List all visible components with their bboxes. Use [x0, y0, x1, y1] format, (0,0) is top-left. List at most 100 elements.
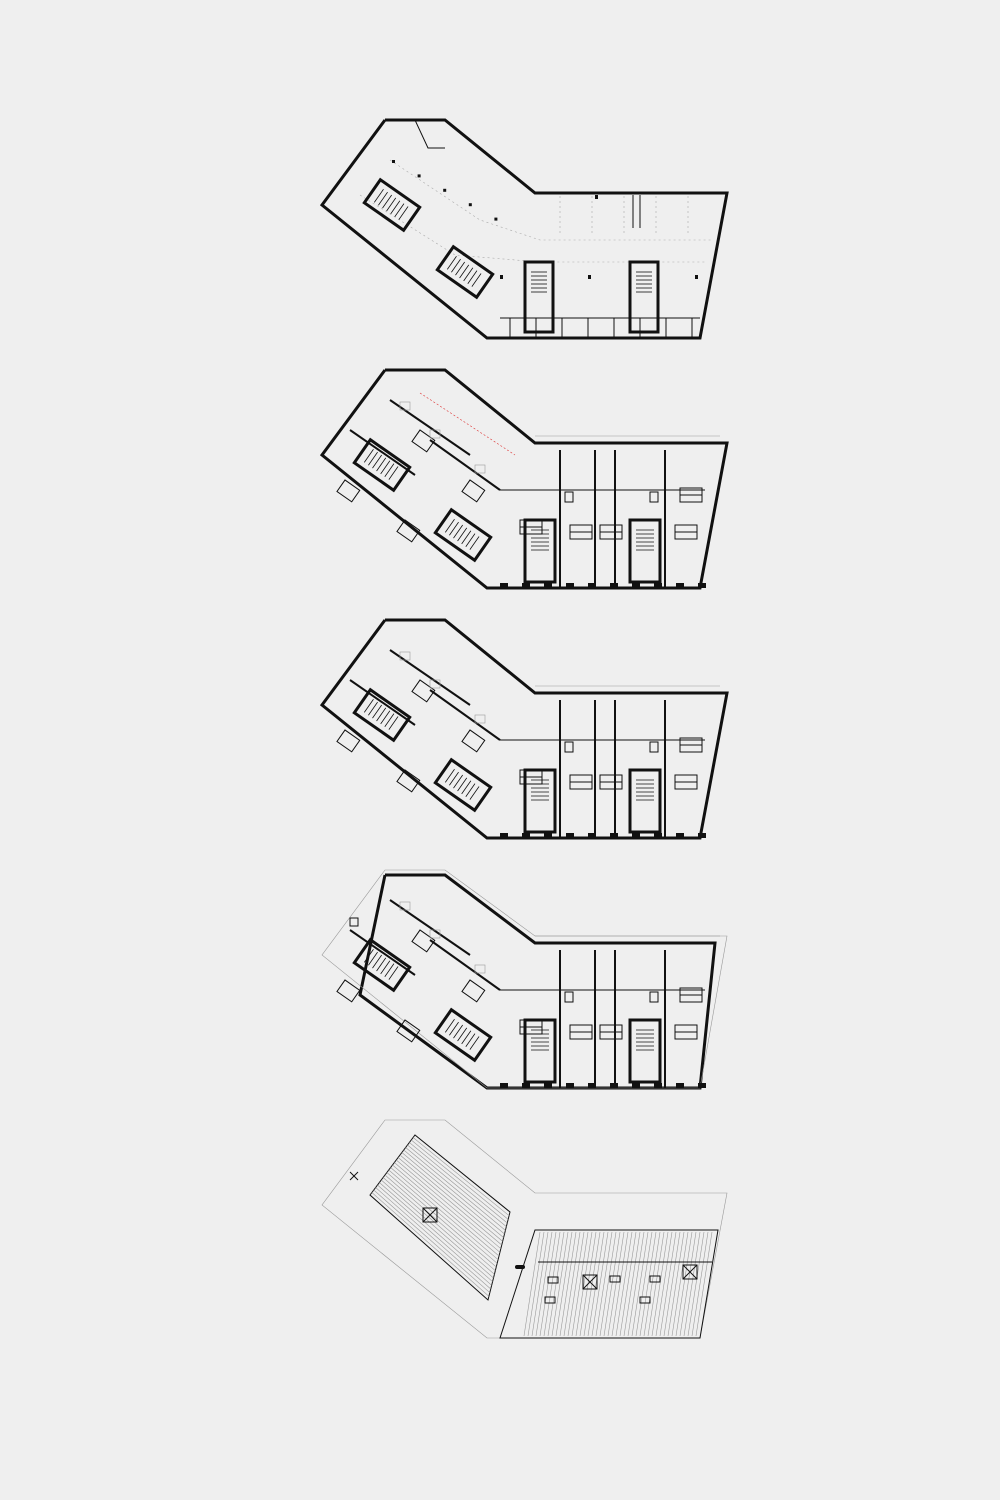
- stair-tread: [376, 957, 387, 972]
- stair-core-wall: [433, 507, 493, 563]
- facade-pier: [544, 583, 552, 588]
- roof-hatch: [523, 1231, 541, 1337]
- roof-hatch: [671, 1231, 689, 1337]
- stair-tread: [459, 264, 470, 279]
- roof-hatch: [547, 1231, 565, 1337]
- roof-hatch: [667, 1231, 685, 1337]
- angled-stair-core: [433, 757, 493, 813]
- driving-aisle-bottom: [359, 194, 705, 263]
- column: [595, 195, 598, 199]
- shaft: [564, 491, 574, 503]
- wing-wall: [389, 649, 471, 706]
- stair-tread: [457, 777, 468, 792]
- wing-bathroom: [411, 679, 436, 703]
- facade-pier: [500, 583, 508, 588]
- roof-hatch: [412, 1137, 510, 1216]
- wing-bathroom: [461, 479, 486, 503]
- shaft: [564, 991, 574, 1003]
- roof-hatch: [567, 1231, 585, 1337]
- shaft: [649, 991, 659, 1003]
- facade-pier: [500, 833, 508, 838]
- stair-tread: [384, 463, 395, 477]
- stair-tread: [378, 191, 388, 206]
- stair-tread: [372, 704, 383, 719]
- roof-hatch: [675, 1231, 693, 1337]
- roof-hatch: [411, 1139, 509, 1220]
- stair-tread: [465, 1033, 476, 1047]
- angled-wing-rooms: [336, 899, 501, 1043]
- wing-bathroom: [336, 729, 361, 753]
- roof-hatch: [527, 1231, 545, 1337]
- roof-hatch: [651, 1231, 669, 1337]
- roof-hatch: [384, 1174, 496, 1271]
- facade-pier: [544, 1083, 552, 1088]
- roof-hatch: [611, 1231, 629, 1337]
- facade-pier: [632, 1083, 640, 1088]
- column: [500, 275, 503, 279]
- roof-hatch: [559, 1231, 577, 1337]
- stair-tread: [457, 527, 468, 542]
- stair-tread: [467, 270, 478, 284]
- roof-hatch: [397, 1157, 502, 1246]
- column: [494, 217, 498, 221]
- facade-pier: [654, 583, 662, 588]
- driving-aisle-top: [389, 159, 712, 241]
- stair-tread: [388, 966, 399, 980]
- stair-tread: [463, 267, 474, 282]
- stair-tread: [388, 466, 399, 480]
- stair-tread: [363, 449, 374, 463]
- angled-stair-core: [435, 244, 495, 300]
- stair-tread: [368, 451, 378, 466]
- top-floor: [321, 869, 728, 1090]
- canopy-edge: [419, 392, 516, 456]
- roof-hatch: [563, 1231, 581, 1337]
- fixture: [429, 929, 441, 939]
- facade-pier: [610, 1083, 618, 1088]
- roof-hatch: [615, 1231, 633, 1337]
- roof-hatch: [555, 1231, 573, 1337]
- stair-tread: [380, 710, 391, 725]
- stair-core: [523, 1018, 557, 1084]
- fixture: [474, 964, 486, 974]
- roof-hatch: [591, 1231, 609, 1337]
- roof-hatch: [571, 1231, 589, 1337]
- roof-hatch: [531, 1231, 549, 1337]
- facade-pier: [698, 1083, 706, 1088]
- wing-bathroom: [396, 1019, 421, 1043]
- skylight: [649, 1275, 661, 1283]
- skylight: [547, 1276, 559, 1284]
- stair-core: [628, 1018, 662, 1084]
- roof-hatch: [607, 1231, 625, 1337]
- facade-pier: [522, 1083, 530, 1088]
- stair-core-wall: [433, 757, 493, 813]
- roof-hatch: [381, 1179, 494, 1279]
- shaft: [564, 741, 574, 753]
- roof-hatch: [405, 1147, 506, 1231]
- roof-hatch: [623, 1231, 641, 1337]
- roof-mark: [349, 1171, 359, 1181]
- roof-hatch: [409, 1142, 508, 1224]
- roof-hatch: [687, 1231, 705, 1337]
- stair-tread: [461, 530, 472, 545]
- roof-hatch: [379, 1182, 493, 1282]
- roof-hatch: [575, 1231, 593, 1337]
- exterior-wall: [319, 368, 729, 590]
- stair-core: [523, 260, 555, 334]
- facade-pier: [654, 1083, 662, 1088]
- column: [588, 275, 591, 279]
- roof-hatch: [619, 1231, 637, 1337]
- roof-hatch: [399, 1154, 503, 1242]
- angled-stair-core: [362, 177, 422, 233]
- shaft: [649, 741, 659, 753]
- roof-access-hatch: [349, 917, 359, 927]
- stair-tread: [380, 460, 391, 475]
- stair-tread: [455, 261, 466, 276]
- roof-hatch: [595, 1231, 613, 1337]
- column: [392, 160, 395, 163]
- fixture: [429, 679, 441, 689]
- stair-tread: [368, 701, 378, 716]
- stair-tread: [384, 713, 395, 727]
- stair-tread: [444, 1019, 455, 1033]
- stair-core: [628, 768, 662, 834]
- stair-tread: [376, 457, 387, 472]
